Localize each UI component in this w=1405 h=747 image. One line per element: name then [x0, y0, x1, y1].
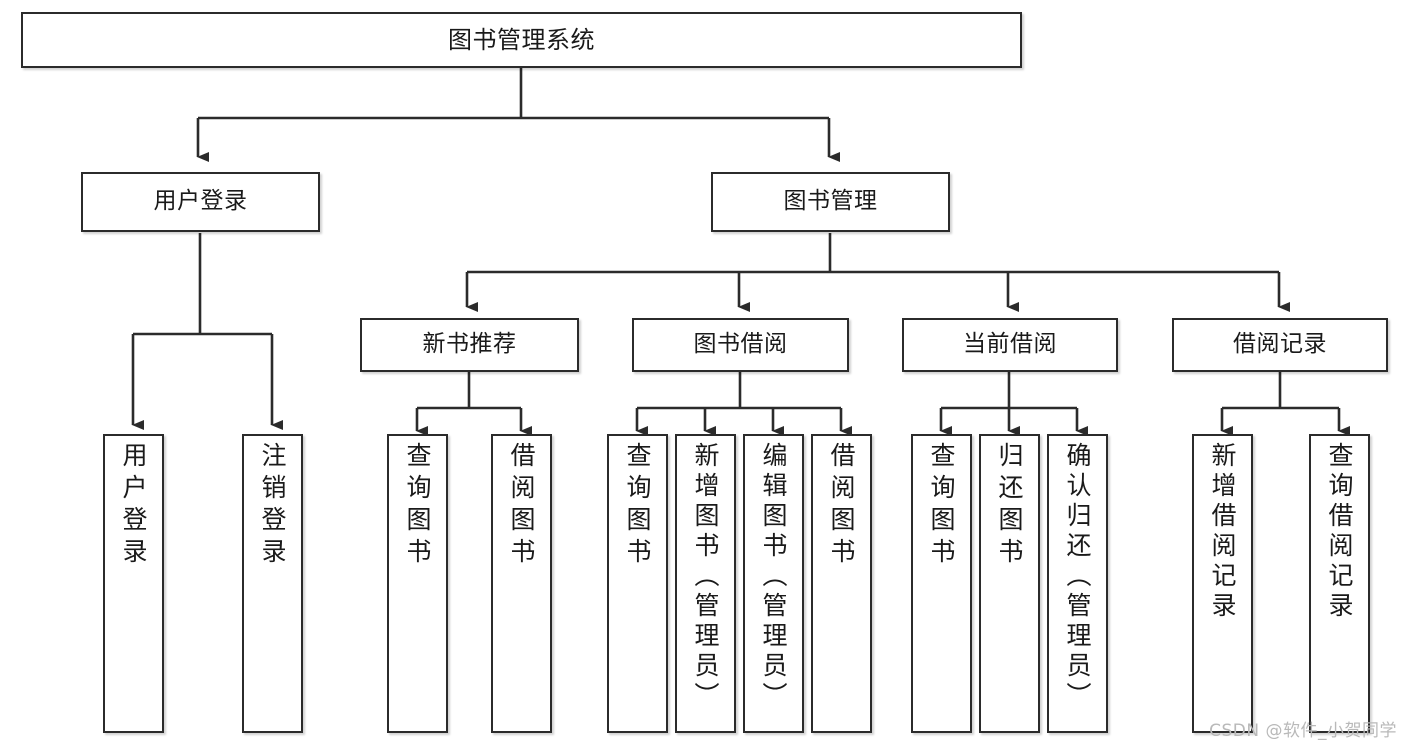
leaf-borrow-book-label: 借阅图书	[827, 442, 856, 570]
node-new-book-recommend[interactable]: 新书推荐	[360, 318, 579, 372]
leaf-borrow-book-newbook-label: 借阅图书	[507, 442, 536, 570]
leaf-query-book-current-label: 查询图书	[927, 442, 956, 570]
leaf-borrow-book[interactable]: 借阅图书	[811, 434, 872, 733]
leaf-confirm-return-admin-label: 确认归还（管理员）	[1063, 442, 1092, 712]
node-current-borrow-label: 当前借阅	[963, 331, 1057, 358]
node-borrow-records-label: 借阅记录	[1233, 331, 1327, 358]
leaf-return-book-label: 归还图书	[995, 442, 1024, 570]
leaf-query-borrow-record[interactable]: 查询借阅记录	[1309, 434, 1370, 733]
leaf-add-borrow-record[interactable]: 新增借阅记录	[1192, 434, 1253, 733]
leaf-logout-label: 注销登录	[258, 442, 287, 570]
node-root[interactable]: 图书管理系统	[21, 12, 1022, 68]
leaf-query-book-current[interactable]: 查询图书	[911, 434, 972, 733]
node-user-login[interactable]: 用户登录	[81, 172, 320, 232]
leaf-add-borrow-record-label: 新增借阅记录	[1208, 442, 1237, 622]
leaf-return-book[interactable]: 归还图书	[979, 434, 1040, 733]
node-book-borrow-label: 图书借阅	[693, 331, 788, 358]
leaf-query-book-newbook[interactable]: 查询图书	[387, 434, 448, 733]
node-borrow-records[interactable]: 借阅记录	[1172, 318, 1388, 372]
node-book-management-label: 图书管理	[783, 188, 878, 215]
leaf-edit-book-admin-label: 编辑图书（管理员）	[759, 442, 788, 712]
node-new-book-recommend-label: 新书推荐	[422, 331, 517, 358]
node-root-label: 图书管理系统	[448, 25, 595, 54]
leaf-query-book-newbook-label: 查询图书	[403, 442, 432, 570]
leaf-logout[interactable]: 注销登录	[242, 434, 303, 733]
node-book-borrow[interactable]: 图书借阅	[632, 318, 849, 372]
leaf-query-book-borrow-label: 查询图书	[623, 442, 652, 570]
leaf-add-book-admin-label: 新增图书（管理员）	[691, 442, 720, 712]
leaf-user-login[interactable]: 用户登录	[103, 434, 164, 733]
leaf-query-book-borrow[interactable]: 查询图书	[607, 434, 668, 733]
leaf-add-book-admin[interactable]: 新增图书（管理员）	[675, 434, 736, 733]
leaf-confirm-return-admin[interactable]: 确认归还（管理员）	[1047, 434, 1108, 733]
leaf-query-borrow-record-label: 查询借阅记录	[1325, 442, 1354, 622]
node-book-management[interactable]: 图书管理	[711, 172, 950, 232]
watermark: CSDN @软件_小贺同学	[1209, 721, 1397, 741]
node-current-borrow[interactable]: 当前借阅	[902, 318, 1118, 372]
leaf-borrow-book-newbook[interactable]: 借阅图书	[491, 434, 552, 733]
leaf-user-login-label: 用户登录	[119, 442, 148, 570]
node-user-login-label: 用户登录	[153, 188, 248, 215]
leaf-edit-book-admin[interactable]: 编辑图书（管理员）	[743, 434, 804, 733]
